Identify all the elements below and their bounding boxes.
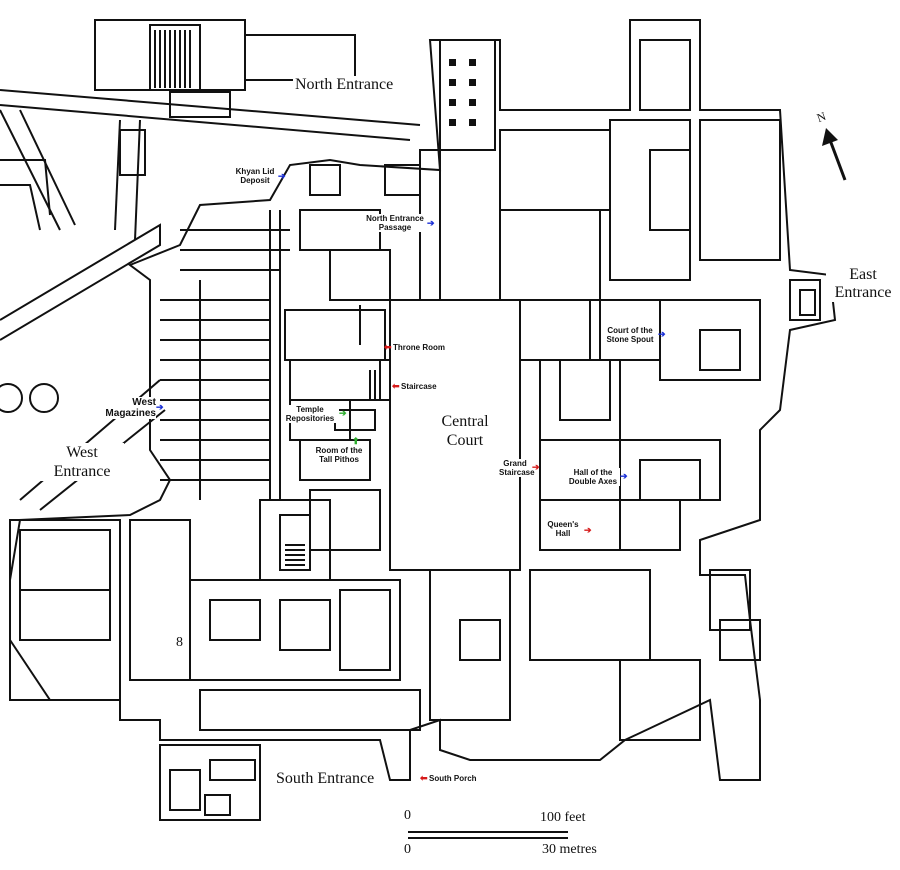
label-khyan-lid-deposit: Khyan Lid Deposit [234, 167, 276, 185]
label-south-entrance: South Entrance [274, 770, 377, 788]
label-south-porch: South Porch [429, 774, 477, 783]
modern-stairway-building [94, 19, 356, 118]
label-west-magazines: West Magazines [96, 397, 156, 419]
label-central-court-text: Central Court [441, 413, 489, 449]
label-hall-of-the-double-axes-text: Hall of the Double Axes [568, 468, 618, 486]
scale-zero-bottom: 0 [404, 842, 411, 857]
blue-arrow-icon: ➔ [658, 329, 666, 339]
scale-zero-top: 0 [404, 808, 411, 823]
red-arrow-icon: ⬅ [392, 381, 400, 391]
blue-arrow-icon: ➔ [156, 402, 164, 412]
label-court-of-the-stone-spout: Court of the Stone Spout [602, 326, 658, 344]
label-central-court: Central Court [428, 412, 502, 450]
label-north-entrance-passage: North Entrance Passage [364, 214, 426, 232]
label-room-8: 8 [176, 635, 183, 650]
green-arrow-icon: ⬆ [352, 436, 360, 446]
label-queens-hall: Queen's Hall [544, 520, 582, 538]
label-west-entrance-text: West Entrance [53, 444, 111, 480]
label-east-entrance-text: East Entrance [834, 266, 892, 301]
label-temple-repositories-text: Temple Repositories [285, 405, 335, 423]
blue-arrow-icon: ➔ [278, 171, 286, 181]
label-queens-hall-text: Queen's Hall [547, 520, 579, 538]
scale-feet-label: 100 feet [540, 810, 586, 825]
south-west-rooms [9, 519, 421, 821]
north-arrow-icon [822, 128, 847, 181]
label-throne-room: Throne Room [393, 343, 445, 352]
red-arrow-icon: ⬅ [420, 773, 428, 783]
red-arrow-icon: ➔ [584, 525, 592, 535]
label-grand-staircase-text: Grand Staircase [499, 459, 535, 477]
label-north-entrance-passage-text: North Entrance Passage [366, 214, 424, 232]
label-east-entrance: East Entrance [826, 266, 900, 302]
label-temple-repositories: Temple Repositories [281, 405, 339, 423]
label-room-of-the-tall-pithos-text: Room of the Tall Pithos [315, 446, 363, 464]
blue-arrow-icon: ➔ [427, 218, 435, 228]
label-court-of-the-stone-spout-text: Court of the Stone Spout [606, 326, 654, 344]
label-staircase: Staircase [401, 382, 437, 391]
red-arrow-icon: ⬅ [384, 342, 392, 352]
label-khyan-lid-deposit-text: Khyan Lid Deposit [235, 167, 275, 185]
scale-metres-label: 30 metres [542, 842, 597, 857]
label-west-entrance: West Entrance [40, 443, 124, 481]
scale-bar [408, 831, 568, 839]
blue-arrow-icon: ➔ [620, 471, 628, 481]
west-magazines [160, 210, 290, 500]
red-arrow-icon: ➔ [532, 462, 540, 472]
west-wing-rooms [259, 209, 391, 581]
label-hall-of-the-double-axes: Hall of the Double Axes [566, 468, 620, 486]
label-grand-staircase: Grand Staircase [499, 459, 535, 477]
east-wing-rooms [429, 39, 821, 741]
label-room-of-the-tall-pithos: Room of the Tall Pithos [311, 446, 367, 464]
label-west-magazines-text: West Magazines [105, 397, 156, 419]
green-arrow-icon: ➔ [339, 408, 347, 418]
label-north-entrance: North Entrance [293, 76, 396, 94]
